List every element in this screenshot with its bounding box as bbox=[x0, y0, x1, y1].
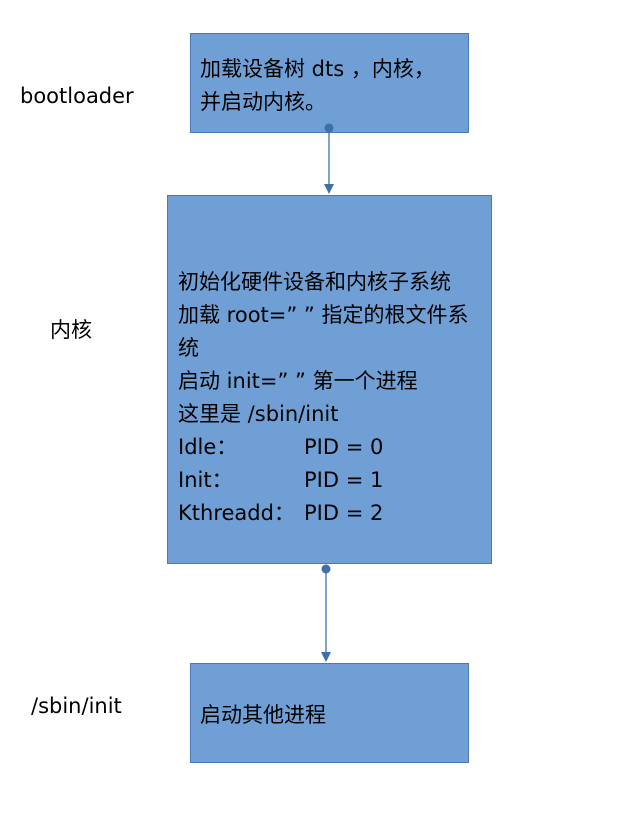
box-text-line: 统 bbox=[178, 336, 199, 360]
process-name: Idle： bbox=[178, 435, 238, 459]
stage-label-sbin-init: /sbin/init bbox=[31, 694, 122, 718]
pid-row-kthreadd: Kthreadd： PID = 2 bbox=[178, 497, 491, 530]
box-text-line: 启动 init=” ” 第一个进程 bbox=[178, 369, 418, 393]
box-text-line: 并启动内核。 bbox=[200, 90, 326, 114]
pid-row-init: Init： PID = 1 bbox=[178, 464, 491, 497]
kernel-box: 初始化硬件设备和内核子系统 加载 root=” ” 指定的根文件系 统 启动 i… bbox=[167, 195, 492, 564]
process-name: Kthreadd： bbox=[178, 501, 295, 525]
process-pid: PID = 1 bbox=[304, 468, 384, 492]
box-text-line: 初始化硬件设备和内核子系统 bbox=[178, 270, 451, 294]
connector-kernel-to-init bbox=[321, 564, 331, 662]
box-text-line: 启动其他进程 bbox=[200, 703, 326, 727]
process-name: Init： bbox=[178, 468, 233, 492]
sbin-init-box: 启动其他进程 bbox=[190, 663, 469, 763]
arrow-head-icon bbox=[321, 652, 331, 662]
bootloader-box: 加载设备树 dts ，内核， 并启动内核。 bbox=[190, 33, 469, 133]
box-text-line: 加载 root=” ” 指定的根文件系 bbox=[178, 303, 469, 327]
pid-row-idle: Idle： PID = 0 bbox=[178, 431, 491, 464]
process-pid: PID = 2 bbox=[304, 501, 384, 525]
stage-label-kernel: 内核 bbox=[50, 318, 92, 342]
stage-label-bootloader: bootloader bbox=[20, 84, 134, 108]
process-pid: PID = 0 bbox=[304, 435, 384, 459]
box-text-line: 这里是 /sbin/init bbox=[178, 402, 339, 426]
arrow-head-icon bbox=[324, 184, 334, 194]
connector-bootloader-to-kernel bbox=[324, 123, 334, 194]
box-text-line: 加载设备树 dts ，内核， bbox=[200, 57, 435, 81]
